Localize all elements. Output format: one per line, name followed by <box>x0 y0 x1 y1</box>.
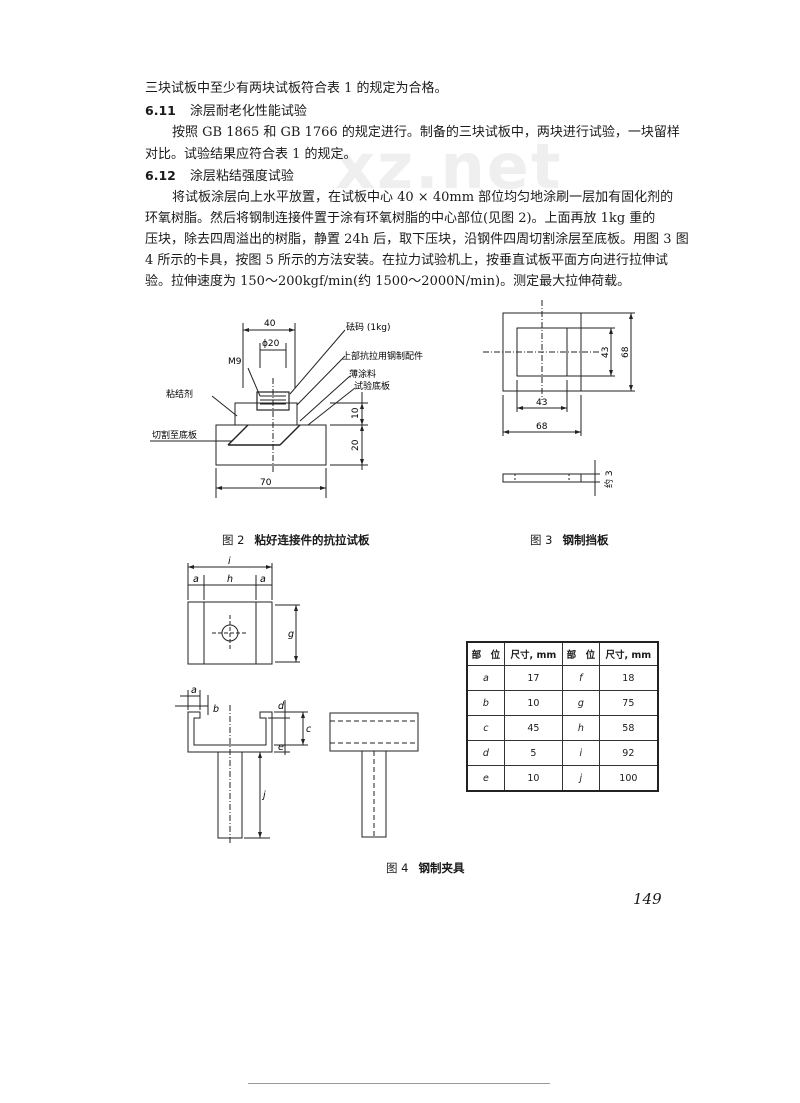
var-c: c <box>306 724 312 735</box>
paragraph-line: 环氧树脂。然后将钢制连接件置于涂有环氧树脂的中心部位(见图 2)。上面再放 1k… <box>145 211 656 226</box>
label-adhesive: 粘结剂 <box>166 388 193 400</box>
table-cell: h <box>561 715 600 741</box>
table-cell: c <box>466 715 505 741</box>
label-cut: 切割至底板 <box>152 429 197 441</box>
caption-number: 图 3 <box>530 533 553 547</box>
table-cell: 10 <box>503 765 563 792</box>
table-cell: d <box>466 740 505 766</box>
table-cell: 100 <box>598 765 659 792</box>
dim-68-horizontal: 68 <box>536 422 548 432</box>
table-cell: 17 <box>503 665 563 691</box>
dim-20: 20 <box>351 439 361 451</box>
dim-about-3: 约 3 <box>603 470 615 488</box>
caption-number: 图 4 <box>386 861 409 875</box>
table-cell: b <box>466 690 505 716</box>
table-cell: 5 <box>503 740 563 766</box>
figure-3-drawing: 43 68 43 68 约 3 <box>483 300 635 496</box>
section-heading-6-11: 6.11 涂层耐老化性能试验 <box>145 101 307 122</box>
paragraph-line: 压块，除去四周溢出的树脂，静置 24h 后，取下压块，沿钢件四周切割涂层至底板。… <box>145 232 689 247</box>
table-cell: 45 <box>503 715 563 741</box>
var-j: j <box>261 790 266 801</box>
caption-title: 粘好连接件的抗拉试板 <box>254 533 370 547</box>
clamp-side-view <box>329 712 419 752</box>
section-title: 涂层耐老化性能试验 <box>189 104 307 119</box>
clamp-front-view <box>187 711 273 753</box>
dim-43-horizontal: 43 <box>536 398 547 408</box>
label-m9: M9 <box>228 357 242 367</box>
figure-2-caption: 图 2 粘好连接件的抗拉试板 <box>222 532 369 548</box>
paragraph-line: 对比。试验结果应符合表 1 的规定。 <box>145 147 357 162</box>
dim-40: 40 <box>264 319 276 329</box>
var-i: i <box>228 556 231 567</box>
table-row: c 45 h 58 <box>466 715 659 741</box>
side-view-strip <box>502 473 582 483</box>
paragraph-line: 按照 GB 1865 和 GB 1766 的规定进行。制备的三块试板中，两块进行… <box>172 125 680 140</box>
var-g: g <box>288 629 294 640</box>
paragraph-line: 4 所示的卡具，按图 5 所示的方法安装。在拉力试验机上，按垂直试板平面方向进行… <box>145 253 668 268</box>
paragraph-line: 三块试板中至少有两块试板符合表 1 的规定为合格。 <box>145 81 448 96</box>
section-number: 6.12 <box>145 168 176 183</box>
table-row: d 5 i 92 <box>466 740 659 766</box>
caption-number: 图 2 <box>222 533 245 547</box>
table-cell: f <box>561 665 600 691</box>
table-row: b 10 g 75 <box>466 690 659 716</box>
paragraph-line: 将试板涂层向上水平放置，在试板中心 40 × 40mm 部位均匀地涂刷一层加有固… <box>172 190 674 205</box>
table-row: e 10 j 100 <box>466 765 659 792</box>
section-title: 涂层粘结强度试验 <box>189 169 294 184</box>
figure-4-drawing: i a h a g a b d c e j <box>175 556 419 845</box>
table-cell: 10 <box>503 690 563 716</box>
watermark: xz.net <box>335 130 563 203</box>
figure-4-caption: 图 4 钢制夹具 <box>386 860 464 876</box>
dim-70: 70 <box>260 478 272 488</box>
footer-divider <box>248 1083 550 1084</box>
dim-43-vertical: 43 <box>601 347 611 358</box>
table-cell: i <box>561 740 600 766</box>
clamp-top-view <box>187 601 273 665</box>
var-b: b <box>213 704 219 715</box>
column-header: 部 位 <box>466 641 505 666</box>
table-header-row: 部 位 尺寸, mm 部 位 尺寸, mm <box>466 641 659 666</box>
table-cell: e <box>466 765 505 792</box>
paragraph-line: 验。拉伸速度为 150～200kgf/min(约 1500～2000N/min)… <box>145 274 631 289</box>
var-a: a <box>191 685 197 696</box>
var-e: e <box>278 742 284 753</box>
label-base: 试验底板 <box>354 380 390 392</box>
label-weight: 砝码 (1kg) <box>346 321 391 333</box>
caption-title: 钢制夹具 <box>418 861 465 875</box>
var-a: a <box>260 574 266 585</box>
label-coating: 薄涂料 <box>349 368 376 380</box>
var-h: h <box>227 574 233 585</box>
table-cell: a <box>466 665 505 691</box>
column-header: 尺寸, mm <box>503 641 563 666</box>
figure-2-drawing: 40 ϕ20 70 10 20 砝码 (1kg) 上部抗拉用钢制配件 薄涂料 试… <box>150 319 423 498</box>
page-number: 149 <box>633 890 662 908</box>
table-row: a 17 f 18 <box>466 665 659 691</box>
table-cell: 58 <box>598 715 659 741</box>
upper-fitting <box>234 402 298 426</box>
column-header: 部 位 <box>561 641 600 666</box>
table-cell: j <box>561 765 600 792</box>
table-cell: 92 <box>598 740 659 766</box>
table-cell: g <box>561 690 600 716</box>
label-fitting: 上部抗拉用钢制配件 <box>342 350 423 362</box>
figure-3-caption: 图 3 钢制挡板 <box>530 532 608 548</box>
var-a: a <box>193 574 199 585</box>
table-cell: 75 <box>598 690 659 716</box>
section-number: 6.11 <box>145 103 176 118</box>
column-header: 尺寸, mm <box>598 641 659 666</box>
dim-phi20: ϕ20 <box>262 339 280 349</box>
var-d: d <box>278 701 285 712</box>
dimension-table: 部 位 尺寸, mm 部 位 尺寸, mm a 17 f 18 b 10 g 7… <box>466 641 659 792</box>
dim-10: 10 <box>351 407 361 419</box>
caption-title: 钢制挡板 <box>562 533 609 547</box>
dim-68-vertical: 68 <box>621 346 631 358</box>
section-heading-6-12: 6.12 涂层粘结强度试验 <box>145 166 294 187</box>
table-cell: 18 <box>598 665 659 691</box>
